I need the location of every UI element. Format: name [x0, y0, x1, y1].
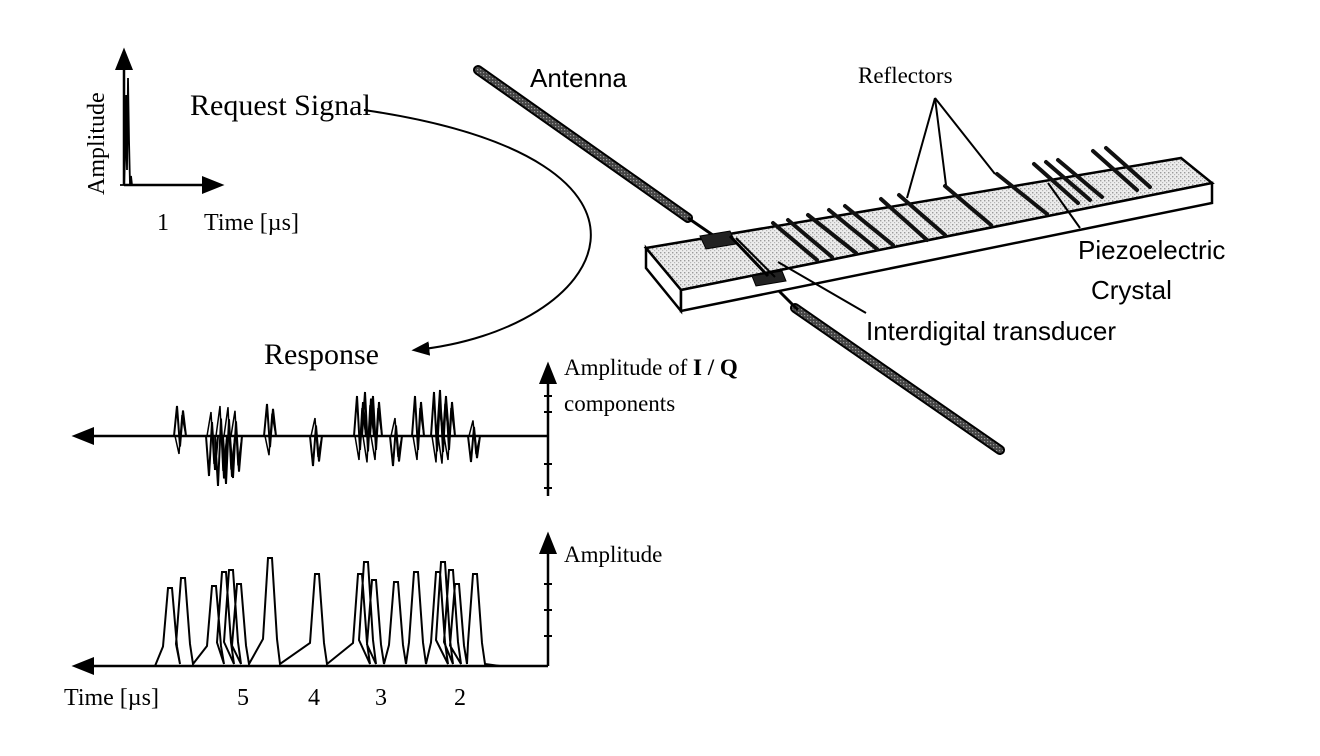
iq-waveform	[100, 389, 520, 487]
amplitude-xlabel: Time [µs]	[64, 685, 159, 711]
iq-waveform-q	[165, 403, 520, 472]
piezoelectric-crystal	[643, 156, 1215, 315]
request-xlabel: Time [µs]	[204, 210, 299, 236]
request-signal-label: Request Signal	[190, 89, 371, 122]
iq-ylabel-bold: I / Q	[693, 355, 738, 380]
antenna-label: Antenna	[530, 63, 627, 93]
request-xtick-1: 1	[157, 210, 169, 236]
amplitude-xtick-5: 5	[237, 685, 249, 711]
request-pulse	[120, 77, 140, 186]
iq-ylabel-line1: Amplitude of I / Q	[564, 355, 738, 380]
reflectors-label: Reflectors	[858, 63, 953, 88]
iq-ylabel-prefix: Amplitude of	[564, 355, 693, 380]
iq-plot: Amplitude of I / Q components	[71, 355, 738, 496]
response-label: Response	[264, 338, 379, 371]
iq-axis-ticks	[544, 395, 552, 489]
request-ylabel: Amplitude	[84, 92, 110, 195]
antenna-lower	[790, 303, 1005, 455]
amplitude-axis-ticks	[544, 583, 552, 637]
amplitude-xtick-2: 2	[454, 685, 466, 711]
crystal-pointer	[1047, 182, 1081, 229]
idt-label: Interdigital transducer	[866, 316, 1116, 346]
reflectors	[771, 146, 1152, 262]
interdigital-transducer	[699, 230, 787, 287]
amplitude-xtick-3: 3	[375, 685, 387, 711]
crystal-label-line2: Crystal	[1091, 275, 1172, 305]
request-signal-plot: Amplitude 1 Time [µs]	[84, 47, 299, 236]
reflector-pointers	[906, 97, 996, 199]
antenna-upper	[473, 65, 693, 223]
amplitude-xtick-4: 4	[308, 685, 320, 711]
request-to-response-arrow	[363, 109, 592, 356]
idt-pointer	[777, 261, 867, 314]
amplitude-ylabel: Amplitude	[564, 542, 662, 567]
amplitude-envelope	[100, 557, 501, 667]
crystal-label-line1: Piezoelectric	[1078, 235, 1225, 265]
amplitude-plot: Amplitude Time [µs] 5 4 3 2	[64, 531, 662, 711]
iq-ylabel-line2: components	[564, 391, 675, 416]
